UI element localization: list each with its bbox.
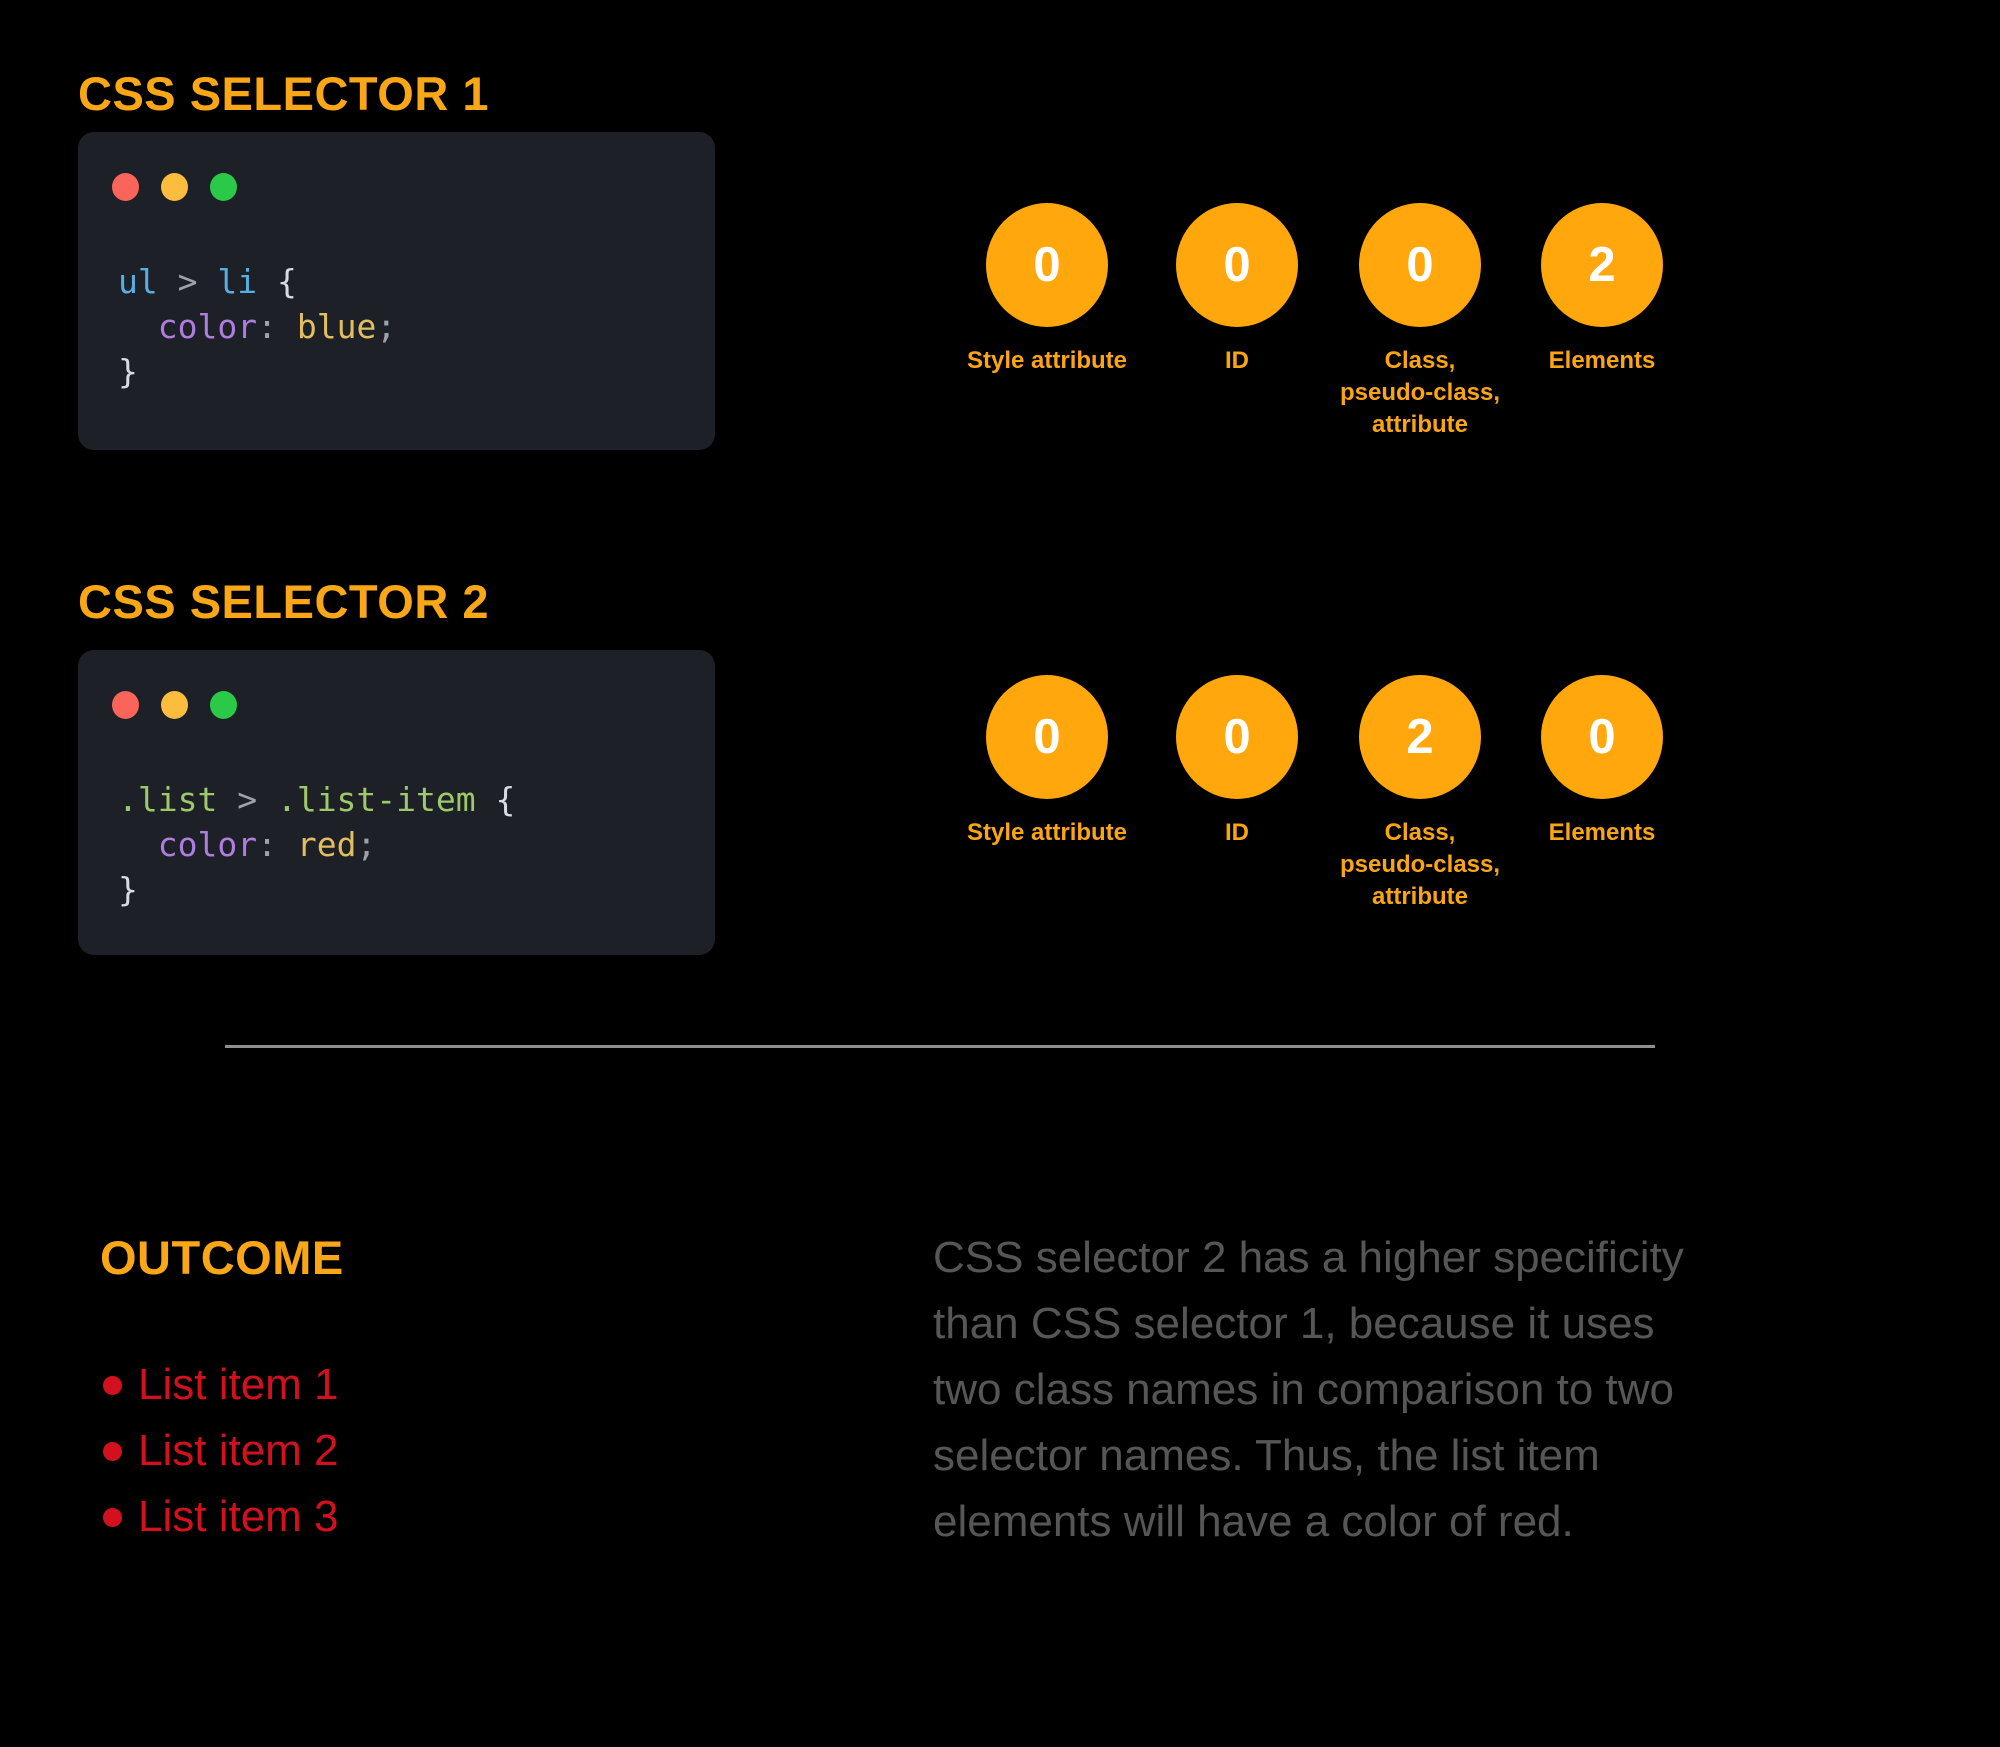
code-token: : (257, 307, 277, 346)
selector1-elements-label: Elements (1548, 347, 1656, 374)
code-token: } (118, 352, 138, 391)
selector1-code: ul > li { color: blue; } (118, 259, 396, 394)
code-line: color: blue; (118, 304, 396, 349)
selector1-class-count: 0 (1359, 203, 1481, 327)
list-item-label: List item 1 (138, 1360, 339, 1409)
code-token: .list-item (276, 780, 476, 819)
selector2-elements-count: 0 (1541, 675, 1663, 799)
specificity-value: 0 (1223, 710, 1251, 764)
code-line: } (118, 867, 515, 912)
code-token: } (118, 870, 138, 909)
explanation-line: selector names. Thus, the list item (933, 1431, 1600, 1480)
selector1-style-attribute-label: Style attribute (966, 347, 1128, 374)
specificity-value: 0 (1223, 238, 1251, 292)
section-divider (225, 1045, 1655, 1048)
selector2-id-label: ID (1225, 819, 1249, 846)
explanation-line: two class names in comparison to two (933, 1365, 1674, 1414)
selector1-code-window: ul > li { color: blue; } (78, 132, 715, 450)
bullet-icon (103, 1441, 122, 1461)
code-token: { (475, 780, 516, 819)
code-line: ul > li { (118, 259, 396, 304)
bullet-icon (103, 1375, 122, 1395)
window-controls (112, 173, 237, 201)
code-line: .list > .list-item { (118, 777, 515, 822)
code-token: li (217, 262, 258, 301)
list-item-label: List item 2 (138, 1426, 339, 1475)
code-token: : (257, 825, 277, 864)
selector1-heading: CSS SELECTOR 1 (78, 67, 489, 120)
selector2-style-attribute-label: Style attribute (966, 819, 1128, 846)
specificity-value: 0 (1588, 710, 1616, 764)
bullet-icon (103, 1507, 122, 1527)
code-token: red (296, 825, 357, 864)
selector1-style-attribute-count: 0 (986, 203, 1108, 327)
explanation-line: CSS selector 2 has a higher specificity (933, 1233, 1684, 1282)
list-item: List item 3 (103, 1489, 339, 1545)
specificity-value: 2 (1588, 238, 1616, 292)
selector2-class-label: Class, pseudo-class, attribute (1339, 819, 1501, 910)
selector2-code-window: .list > .list-item { color: red; } (78, 650, 715, 955)
selector1-class-label: Class, pseudo-class, attribute (1339, 347, 1501, 438)
specificity-value: 0 (1033, 238, 1061, 292)
traffic-dot-green-icon (210, 173, 237, 201)
code-token (118, 307, 158, 346)
code-line: } (118, 349, 396, 394)
selector2-id-count: 0 (1176, 675, 1298, 799)
code-token (118, 825, 158, 864)
traffic-dot-yellow-icon (161, 691, 188, 719)
code-token: .list (118, 780, 218, 819)
traffic-dot-red-icon (112, 173, 139, 201)
explanation-line: elements will have a color of red. (933, 1497, 1574, 1546)
code-token: blue (296, 307, 377, 346)
code-token: > (157, 262, 218, 301)
code-token: > (217, 780, 277, 819)
window-controls (112, 691, 237, 719)
selector2-elements-label: Elements (1548, 819, 1656, 846)
list-item: List item 1 (103, 1357, 339, 1413)
traffic-dot-red-icon (112, 691, 139, 719)
selector2-code: .list > .list-item { color: red; } (118, 777, 515, 912)
outcome-list: List item 1 List item 2 List item 3 (103, 1357, 339, 1545)
traffic-dot-green-icon (210, 691, 237, 719)
code-token (277, 307, 297, 346)
list-item: List item 2 (103, 1423, 339, 1479)
code-token: ; (376, 307, 397, 346)
outcome-explanation: CSS selector 2 has a higher specificity … (933, 1225, 1793, 1555)
specificity-value: 0 (1033, 710, 1061, 764)
code-token: color (157, 825, 258, 864)
selector1-elements-count: 2 (1541, 203, 1663, 327)
list-item-label: List item 3 (138, 1492, 339, 1541)
explanation-line: than CSS selector 1, because it uses (933, 1299, 1655, 1348)
selector1-id-label: ID (1225, 347, 1249, 374)
selector2-heading: CSS SELECTOR 2 (78, 575, 489, 628)
traffic-dot-yellow-icon (161, 173, 188, 201)
outcome-heading: OUTCOME (100, 1231, 344, 1284)
selector2-class-count: 2 (1359, 675, 1481, 799)
selector1-id-count: 0 (1176, 203, 1298, 327)
code-token: ul (118, 262, 158, 301)
code-token: ; (356, 825, 377, 864)
code-token (277, 825, 297, 864)
code-token: { (257, 262, 297, 301)
code-token: color (157, 307, 258, 346)
selector2-style-attribute-count: 0 (986, 675, 1108, 799)
specificity-value: 2 (1406, 710, 1434, 764)
specificity-value: 0 (1406, 238, 1434, 292)
code-line: color: red; (118, 822, 515, 867)
